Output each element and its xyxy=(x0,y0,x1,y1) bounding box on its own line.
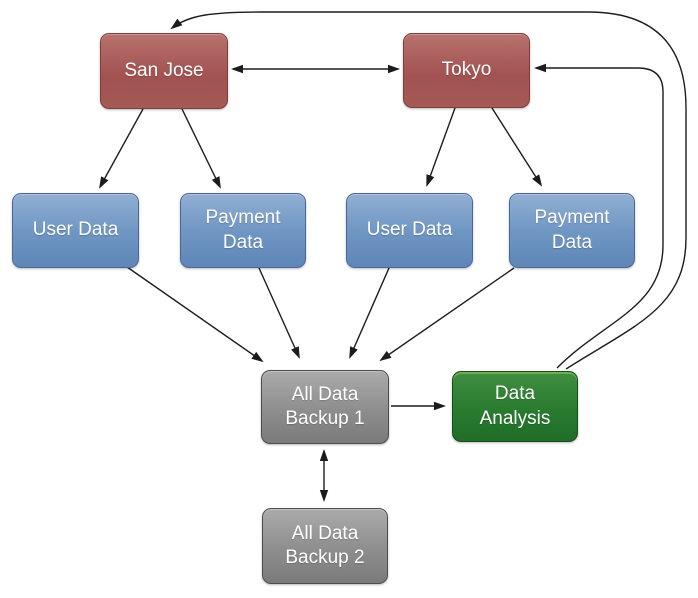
edge-payment-data-west-backup-1 xyxy=(258,267,300,359)
node-payment-data-west-label: Payment Data xyxy=(205,207,281,253)
node-tokyo[interactable]: Tokyo xyxy=(403,33,530,108)
edge-user-data-east-backup-1 xyxy=(349,267,390,359)
edge-tokyo-user-data-east xyxy=(426,107,456,187)
node-user-data-west[interactable]: User Data xyxy=(12,193,139,268)
node-tokyo-label: Tokyo xyxy=(441,59,492,81)
edge-san-jose-user-data-west xyxy=(99,108,144,189)
edge-user-data-west-backup-1 xyxy=(126,266,264,363)
node-payment-data-east[interactable]: Payment Data xyxy=(509,193,635,268)
edge-data-analysis-san-jose xyxy=(170,11,687,370)
node-user-data-east-label: User Data xyxy=(366,219,453,241)
edge-tokyo-payment-data-east xyxy=(491,107,543,187)
edge-data-analysis-tokyo xyxy=(534,63,664,369)
node-data-analysis-label: Data Analysis xyxy=(479,383,551,429)
node-payment-data-west[interactable]: Payment Data xyxy=(180,193,306,268)
node-san-jose[interactable]: San Jose xyxy=(100,33,228,109)
node-data-analysis[interactable]: Data Analysis xyxy=(452,371,578,442)
edge-san-jose-payment-data-west xyxy=(181,108,221,189)
node-all-data-backup-2[interactable]: All Data Backup 2 xyxy=(262,508,388,584)
node-all-data-backup-1[interactable]: All Data Backup 1 xyxy=(261,370,389,444)
node-san-jose-label: San Jose xyxy=(124,59,204,81)
node-payment-data-east-label: Payment Data xyxy=(534,207,610,253)
edge-payment-data-east-backup-1 xyxy=(379,267,515,362)
node-all-data-backup-2-label: All Data Backup 2 xyxy=(285,522,365,568)
node-user-data-east[interactable]: User Data xyxy=(346,193,473,268)
node-user-data-west-label: User Data xyxy=(32,219,119,241)
node-all-data-backup-1-label: All Data Backup 1 xyxy=(285,383,365,429)
